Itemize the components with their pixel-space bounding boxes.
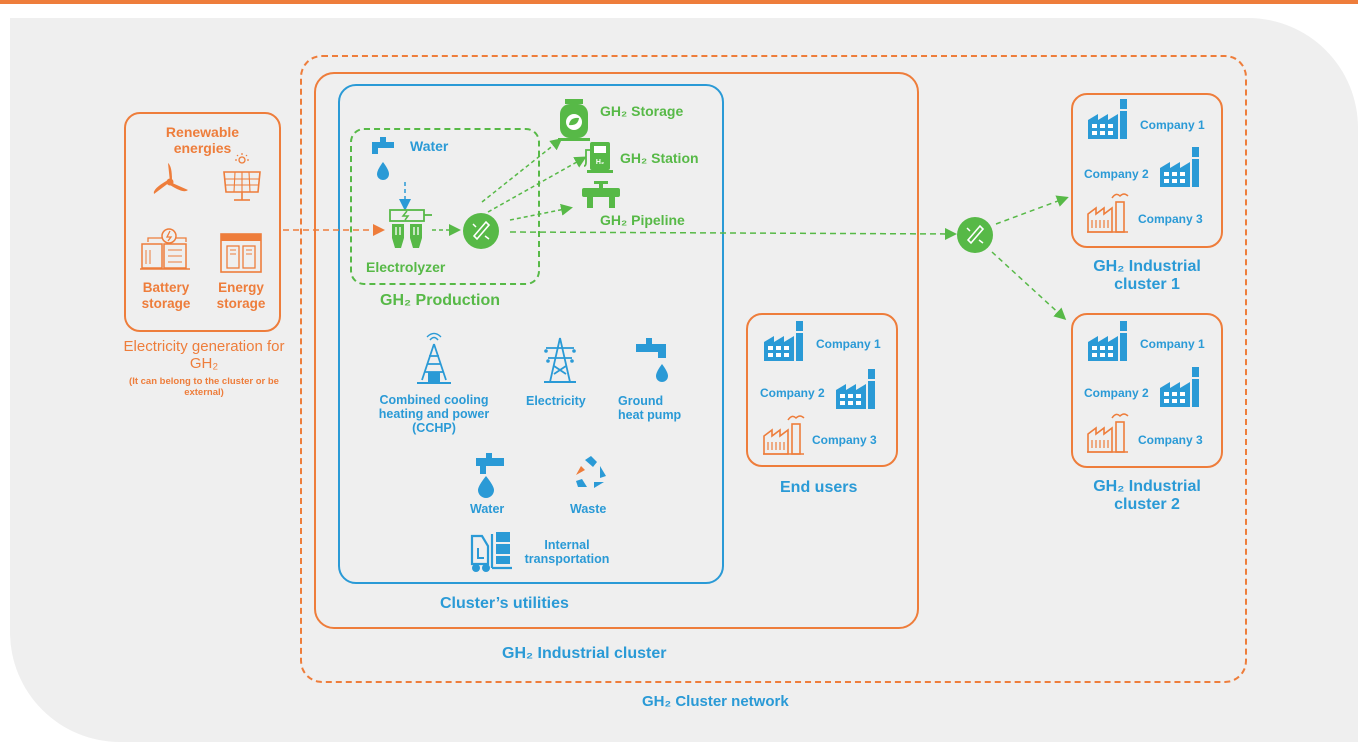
utilities-water-icon <box>476 453 504 498</box>
cchp-tower-icon <box>417 332 451 384</box>
cluster2-company1-label: Company 1 <box>1140 337 1205 351</box>
production-water-label: Water <box>410 138 449 154</box>
cchp-label: Combined cooling heating and power (CCHP… <box>378 393 490 435</box>
internal-transport-label: Internal transportation <box>524 538 610 566</box>
hydrogen-hub-icon <box>463 213 499 249</box>
cluster1-company3-label: Company 3 <box>1138 212 1203 226</box>
electricity-pylon-icon <box>544 337 576 383</box>
industrial-cluster-label: GH₂ Industrial cluster <box>502 645 667 662</box>
utilities-water-label: Water <box>470 502 505 516</box>
ground-heat-pump-icon <box>636 338 668 382</box>
energy-storage-label: Energy storage <box>216 280 266 311</box>
gh2-pipeline-icon <box>582 181 620 208</box>
industrial-cluster-box <box>314 72 919 629</box>
cluster1-box <box>1071 93 1223 248</box>
cluster2-company2-label: Company 2 <box>1084 386 1149 400</box>
energy-storage-icon <box>220 233 262 273</box>
diagram-background <box>10 18 1358 742</box>
network-to-cluster1-arrow <box>995 195 1069 225</box>
end-users-company2-icon <box>836 369 875 409</box>
electrolyzer-icon <box>389 209 432 248</box>
gh2-storage-label: GH₂ Storage <box>600 103 684 119</box>
electrolyzer-label: Electrolyzer <box>366 259 446 275</box>
gh2-storage-icon <box>558 99 590 141</box>
end-users-company1-label: Company 1 <box>816 337 881 351</box>
cluster2-company3-label: Company 3 <box>1138 433 1203 447</box>
cluster2-company1-icon <box>1088 321 1127 361</box>
cluster1-company1-icon <box>1088 99 1127 139</box>
ground-heat-label: Ground heat pump <box>618 394 682 422</box>
electricity-label: Electricity <box>526 394 586 408</box>
renewable-title: Renewable energies <box>165 124 240 156</box>
forklift-icon <box>470 532 512 572</box>
production-boundary <box>350 128 540 285</box>
network-hub-icon <box>957 217 993 253</box>
end-users-company1-icon <box>764 321 803 361</box>
cluster1-company3-icon <box>1087 193 1129 233</box>
gh2-station-label: GH₂ Station <box>620 150 699 166</box>
cluster2-company2-icon <box>1160 367 1199 407</box>
cluster2-box <box>1071 313 1223 468</box>
solar-panel-icon <box>223 153 261 201</box>
cluster-network-boundary <box>300 55 1247 683</box>
hub-to-pipeline-arrow <box>509 203 573 221</box>
gh2-pipeline-label: GH₂ Pipeline <box>600 212 685 228</box>
cluster1-company1-label: Company 1 <box>1140 118 1205 132</box>
cluster1-company2-icon <box>1160 147 1199 187</box>
battery-storage-icon <box>140 228 190 270</box>
end-users-label: End users <box>780 479 858 496</box>
top-accent-bar <box>0 0 1358 4</box>
recycle-waste-icon <box>576 456 606 488</box>
cluster2-label: GH₂ Industrial cluster 2 <box>1093 478 1201 513</box>
waste-label: Waste <box>570 502 607 516</box>
cluster-network-label: GH₂ Cluster network <box>642 693 789 710</box>
svg-text:H₂: H₂ <box>596 159 604 166</box>
cluster2-company3-icon <box>1087 413 1129 453</box>
renewable-box <box>124 112 281 332</box>
end-users-company3-icon <box>763 415 805 455</box>
gh2-station-icon: H₂ <box>583 142 613 173</box>
end-users-company3-label: Company 3 <box>812 433 877 447</box>
hub-to-station-arrow <box>487 156 587 213</box>
end-users-company2-label: Company 2 <box>760 386 825 400</box>
utilities-box <box>338 84 724 584</box>
battery-storage-label: Battery storage <box>141 280 191 311</box>
cluster1-label: GH₂ Industrial cluster 1 <box>1093 258 1201 293</box>
water-tap-icon <box>372 137 394 180</box>
hub-to-network-arrow <box>509 227 957 240</box>
utilities-label: Cluster’s utilities <box>440 595 569 612</box>
cluster1-company2-label: Company 2 <box>1084 167 1149 181</box>
hub-to-storage-arrow <box>481 138 563 203</box>
network-to-cluster2-arrow <box>991 251 1067 321</box>
electricity-generation-note: (It can belong to the cluster or be exte… <box>129 376 279 398</box>
wind-turbine-icon <box>153 163 188 194</box>
production-label: GH₂ Production <box>380 292 500 309</box>
end-users-box <box>746 313 898 467</box>
electricity-generation-label: Electricity generation for GH₂ <box>123 338 285 372</box>
